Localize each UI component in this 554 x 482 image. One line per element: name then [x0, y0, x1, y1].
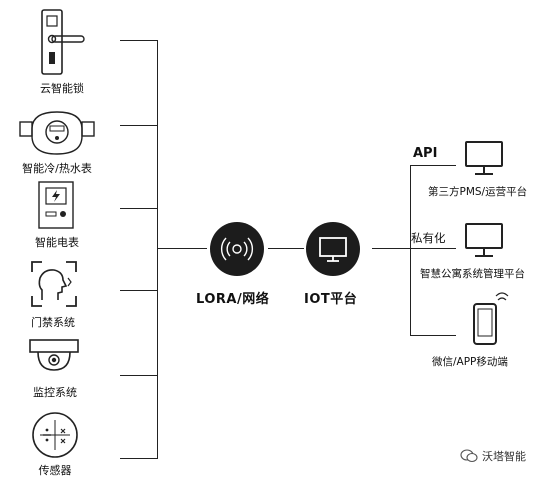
output-label: 第三方PMS/运营平台 — [428, 186, 528, 198]
pms-monitor — [464, 140, 504, 178]
connector-line — [410, 165, 456, 166]
iot-platform — [306, 222, 360, 276]
connector-line — [410, 335, 456, 336]
connector-line — [120, 125, 158, 126]
output-label: 智慧公寓系统管理平台 — [420, 268, 525, 280]
private-connector-label: 私有化 — [411, 231, 446, 245]
connector-line — [268, 248, 304, 249]
device-label: 智能电表 — [35, 236, 79, 249]
output-label: 微信/APP移动端 — [432, 356, 508, 368]
mobile-device — [470, 292, 510, 350]
device-label: 智能冷/热水表 — [22, 162, 92, 175]
device-water-meter — [18, 108, 96, 158]
wechat-icon — [460, 449, 478, 463]
face-access-icon — [31, 261, 77, 307]
smart-lock-icon — [41, 9, 85, 75]
device-electric-meter — [36, 180, 76, 230]
camera-icon — [29, 339, 79, 371]
device-label: 监控系统 — [33, 386, 77, 399]
sensor-icon — [32, 412, 78, 458]
watermark-text: 沃塔智能 — [482, 450, 526, 463]
connector-line — [372, 248, 410, 249]
apartment-monitor — [464, 222, 504, 260]
wireless-icon — [220, 237, 254, 261]
electric-meter-icon — [38, 181, 74, 229]
monitor-icon — [319, 237, 347, 262]
api-connector-label: API — [413, 146, 438, 161]
platform-label: IOT平台 — [304, 292, 358, 307]
connector-line — [120, 40, 158, 41]
device-label: 传感器 — [38, 464, 72, 477]
water-meter-icon — [19, 111, 95, 155]
connector-line — [120, 375, 158, 376]
device-smart-lock — [36, 8, 88, 78]
wireless-hub — [210, 222, 264, 276]
connector-line — [120, 290, 158, 291]
monitor-icon — [465, 141, 503, 175]
connector-line — [120, 458, 158, 459]
mobile-phone-icon — [473, 292, 509, 345]
device-label: 门禁系统 — [31, 316, 75, 329]
device-face-access — [30, 260, 78, 308]
connector-line — [157, 248, 207, 249]
device-label: 云智能锁 — [40, 82, 84, 95]
bracket-line — [157, 40, 158, 459]
bracket-line — [410, 165, 411, 336]
connector-line — [120, 208, 158, 209]
connector-line — [410, 248, 456, 249]
device-sensor — [30, 410, 80, 460]
hub-label: LORA/网络 — [196, 292, 270, 307]
device-camera — [28, 336, 80, 376]
monitor-icon — [465, 223, 503, 257]
